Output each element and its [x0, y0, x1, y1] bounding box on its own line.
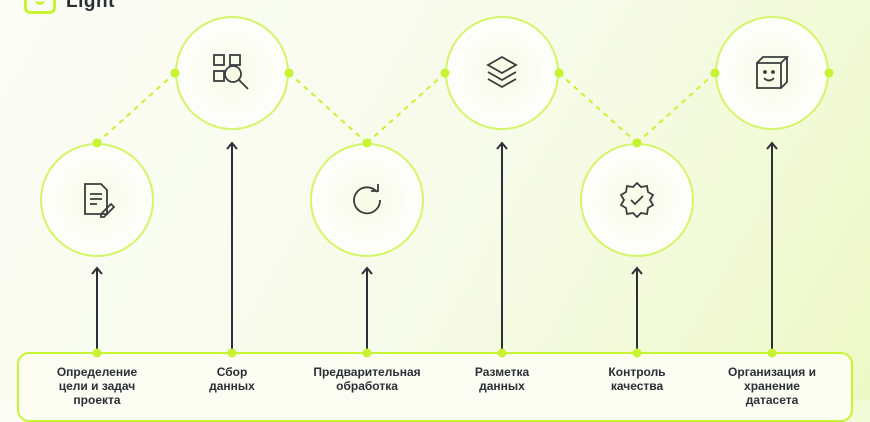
quality-badge-icon	[619, 181, 655, 219]
step-label-6: Организация и хранение датасета	[728, 365, 816, 407]
step-label-4: Разметка данных	[474, 365, 530, 393]
document-edit-icon	[84, 183, 116, 218]
step-label-1: Определение цели и задач проекта	[56, 365, 138, 407]
step-label-3: Предварительная обработка	[313, 365, 421, 393]
cube-smile-icon	[756, 56, 790, 89]
connector-lines	[91, 72, 778, 352]
layers-icon	[486, 55, 518, 89]
logo-icon	[24, 0, 56, 14]
step-circle-1	[40, 143, 154, 257]
connector-dots	[92, 68, 834, 358]
qr-search-icon	[213, 54, 249, 90]
step-label-5: Контроль качества	[608, 365, 666, 393]
step-circle-2	[175, 16, 289, 130]
step-circle-3	[310, 143, 424, 257]
step-circle-4	[445, 16, 559, 130]
refresh-icon	[353, 184, 381, 215]
step-label-2: Сбор данных	[209, 365, 255, 393]
logo-text: Light	[66, 0, 115, 12]
logo: Light	[24, 0, 115, 14]
step-circle-5	[580, 143, 694, 257]
step-circle-6	[715, 16, 829, 130]
